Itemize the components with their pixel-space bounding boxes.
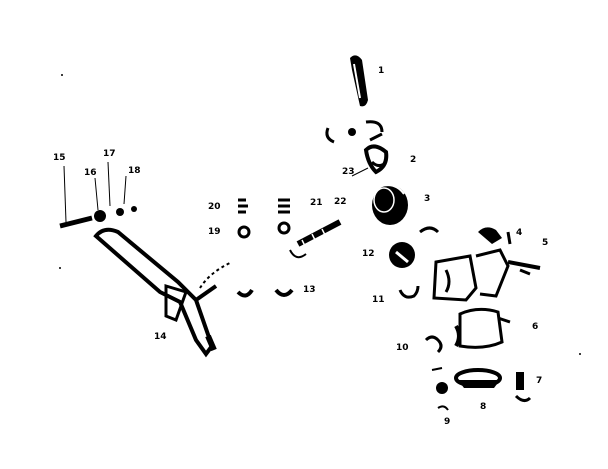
part-6-bracket [454, 307, 511, 349]
part-7-pin [514, 372, 532, 403]
part-14-lever [93, 227, 233, 358]
callout-16: 16 [84, 168, 97, 178]
callout-3: 3 [424, 194, 431, 204]
part-19-ring [237, 221, 291, 239]
part-13-clips [236, 288, 294, 298]
part-3-roller [372, 184, 408, 225]
part-2-ring [363, 144, 389, 175]
part-9-washer [437, 405, 449, 411]
part-4-housing [432, 227, 541, 302]
callout-20: 20 [208, 202, 221, 212]
callout-8: 8 [480, 402, 487, 412]
part-8-base [431, 367, 502, 394]
callout-2: 2 [410, 155, 417, 165]
callout-22: 22 [334, 197, 347, 207]
callout-7: 7 [536, 376, 543, 386]
callout-18: 18 [128, 166, 141, 176]
part-12-bushing [389, 226, 440, 268]
callout-15: 15 [53, 153, 66, 163]
callout-5: 5 [542, 238, 549, 248]
callout-13: 13 [303, 285, 316, 295]
callout-9: 9 [444, 417, 451, 427]
callout-14: 14 [154, 332, 167, 342]
part-15-bolt [59, 206, 137, 229]
part-21-shaft [289, 219, 342, 259]
callout-17: 17 [103, 149, 116, 159]
retaining-clip [325, 120, 384, 144]
callout-11: 11 [372, 295, 385, 305]
callout-1: 1 [378, 66, 385, 76]
callout-12: 12 [362, 249, 375, 259]
callout-23: 23 [342, 167, 355, 177]
callout-10: 10 [396, 343, 409, 353]
part-1-lever [350, 55, 368, 107]
callout-4: 4 [516, 228, 523, 238]
part-20-spring [238, 198, 290, 214]
scan-specks [59, 74, 581, 355]
callout-6: 6 [532, 322, 539, 332]
leader-lines [63, 161, 369, 223]
callout-19: 19 [208, 227, 221, 237]
callout-21: 21 [310, 198, 323, 208]
part-11-clip [398, 285, 420, 299]
part-10-spring [424, 335, 443, 354]
